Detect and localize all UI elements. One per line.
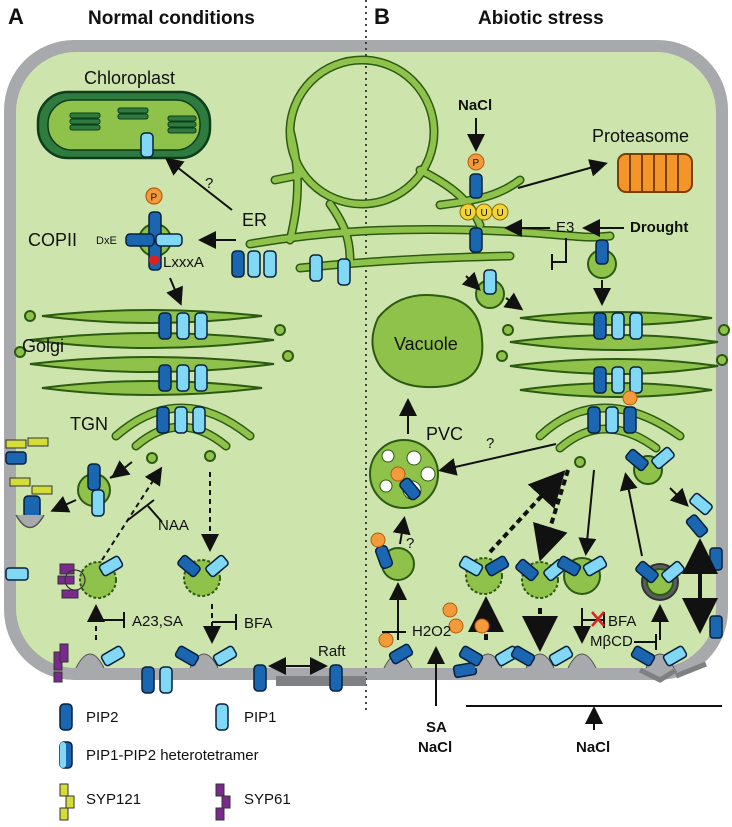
phospho-badge <box>145 187 163 205</box>
ubiquitinated-pip2 <box>469 227 483 253</box>
bfa-block-x <box>591 611 605 627</box>
legend-pip1-label: PIP1 <box>244 709 277 726</box>
phospho-er-protein: P <box>467 153 485 199</box>
panel-a-title: Normal conditions <box>88 8 255 29</box>
svg-text:P: P <box>473 158 480 169</box>
bfa-label: BFA <box>244 615 272 632</box>
golgi-label: Golgi <box>22 336 64 356</box>
sa-nacl-label: NaCl <box>418 739 452 756</box>
proteasome <box>617 153 693 193</box>
h2o2-label: H2O2 <box>412 623 451 640</box>
nacl-bottom-label: NaCl <box>576 739 610 756</box>
syp121-cluster-a <box>5 437 53 581</box>
pvc-question: ? <box>486 435 494 452</box>
chloroplast-question: ? <box>205 175 213 192</box>
chloroplast <box>36 90 212 160</box>
tgn-b <box>535 390 685 468</box>
vacuole <box>371 294 484 389</box>
naa-label: NAA <box>158 517 189 534</box>
svg-text:P: P <box>151 193 158 204</box>
to-proteasome-arrow <box>517 159 608 189</box>
chloroplast-label: Chloroplast <box>84 68 175 88</box>
bfa-b-label: BFA <box>608 613 636 630</box>
copii-to-golgi-arrow <box>166 277 183 306</box>
er-to-chloroplast-arrow <box>164 157 233 211</box>
tgn-a <box>111 403 255 464</box>
e3-label: E3 <box>556 219 574 236</box>
pvc-label: PVC <box>426 424 463 444</box>
legend-syp121-label: SYP121 <box>86 791 141 808</box>
vacuole-label: Vacuole <box>394 334 458 354</box>
endocytic-vesicle-a1 <box>57 555 124 599</box>
panel-b-letter: B <box>374 4 390 29</box>
svg-text:U: U <box>481 208 488 219</box>
drought-vesicle <box>587 239 617 279</box>
er-network <box>245 55 615 273</box>
question-3: ? <box>406 535 414 552</box>
vesicle-a-left <box>77 463 111 517</box>
pm-pip1-a <box>5 567 29 581</box>
er-label: ER <box>242 210 267 230</box>
chloroplast-pip1 <box>140 132 154 158</box>
pm-proteins-b <box>378 602 707 683</box>
panel-a-letter: A <box>8 4 24 29</box>
legend-syp121-swatch <box>59 783 75 821</box>
svg-text:U: U <box>465 208 472 219</box>
pm-proteins-a <box>53 643 366 694</box>
a23-sa-label: A23,SA <box>132 613 183 630</box>
legend: PIP2 PIP1 PIP1-PIP2 heterotetramer SYP12… <box>59 703 291 821</box>
svg-text:U: U <box>497 208 504 219</box>
legend-pip2-label: PIP2 <box>86 709 119 726</box>
ubiquitin-chain: U U U <box>459 203 509 221</box>
pvc <box>369 439 439 509</box>
vesicle-to-pm-arrow <box>50 496 77 513</box>
legend-pip1-swatch <box>215 703 229 731</box>
raft-label: Raft <box>318 643 346 660</box>
legend-syp61-swatch <box>215 783 231 821</box>
drought-label: Drought <box>630 219 688 236</box>
panel-b-title: Abiotic stress <box>478 8 604 29</box>
proteasome-label: Proteasome <box>592 126 689 146</box>
legend-hetero-label: PIP1-PIP2 heterotetramer <box>86 747 259 764</box>
endocytic-vesicle-b3 <box>556 555 608 595</box>
lxxxa-motif: LxxxA <box>163 254 204 271</box>
endocytic-vesicle-b1 <box>458 555 510 595</box>
endocytic-vesicle-a2 <box>177 554 229 597</box>
legend-pip2-swatch <box>59 703 73 731</box>
mbcd-label: MβCD <box>590 633 633 650</box>
tgn-label: TGN <box>70 414 108 434</box>
nacl-top-label: NaCl <box>458 97 492 114</box>
phospho-vesicle-b <box>370 532 415 581</box>
golgi-stack-b <box>496 311 730 398</box>
dxe-motif: DxE <box>96 235 117 247</box>
tgn-to-vesicle-arrow <box>110 460 133 479</box>
sa-label: SA <box>426 719 447 736</box>
copii-label: COPII <box>28 230 77 250</box>
golgi-stack-a <box>14 309 294 396</box>
legend-syp61-label: SYP61 <box>244 791 291 808</box>
raft-vesicle-b <box>635 560 685 601</box>
copii-vesicle: P <box>125 187 183 271</box>
tgn-vesicle-b-right <box>625 446 675 485</box>
